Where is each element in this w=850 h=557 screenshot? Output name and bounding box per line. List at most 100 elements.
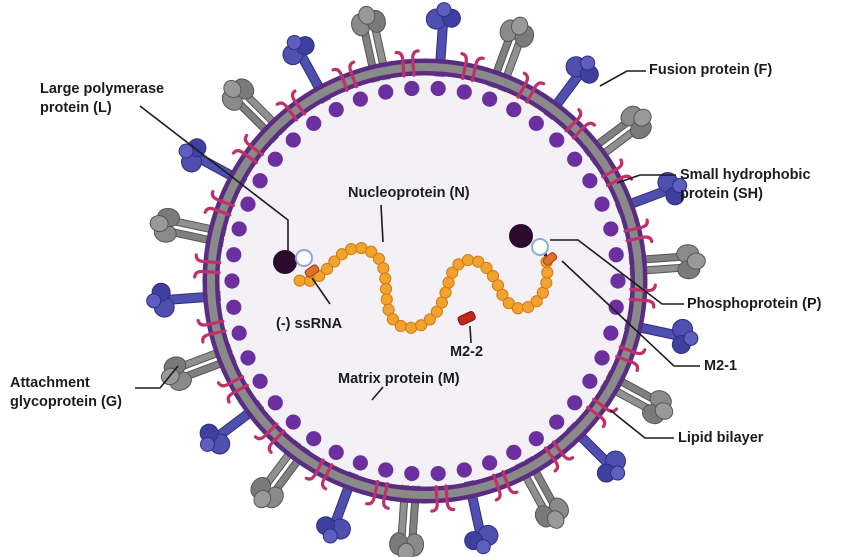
m2-1-left — [304, 264, 320, 278]
small-hydrophobic-protein — [564, 108, 597, 140]
leader-m2-2 — [469, 325, 472, 344]
leader-phosphoprotein — [550, 239, 684, 305]
matrix-protein-dot — [285, 132, 301, 148]
leader-m2-1 — [561, 260, 700, 367]
f-protein-head — [511, 16, 529, 36]
g-protein-head — [200, 436, 216, 452]
sh-strand — [564, 108, 583, 133]
leader-lines — [135, 70, 700, 439]
label-large-polymerase-line2: protein (L) — [40, 100, 112, 116]
matrix-protein-dot — [328, 444, 344, 460]
fusion-protein-f — [351, 5, 391, 86]
nucleoprotein-chain — [293, 241, 554, 334]
matrix-protein-dot — [528, 431, 544, 447]
matrix-protein-dot — [404, 80, 420, 97]
small-hydrophobic-protein — [623, 218, 654, 244]
leader-ssrna — [311, 277, 331, 305]
matrix-protein-dot — [306, 431, 322, 447]
sh-strand — [444, 484, 456, 512]
f-protein-head — [253, 489, 272, 509]
label-nucleoprotein: Nucleoprotein (N) — [348, 185, 470, 201]
sh-strand — [253, 422, 279, 441]
sh-strand — [491, 473, 502, 502]
matrix-protein-dot — [306, 115, 322, 131]
sh-strand — [551, 440, 575, 461]
matrix-protein-dot — [267, 151, 283, 167]
small-hydrophobic-protein — [196, 318, 227, 344]
small-hydrophobic-protein — [516, 71, 546, 104]
matrix-protein-dot — [567, 151, 583, 167]
nucleoprotein-bead — [365, 245, 378, 258]
matrix-protein-dot — [226, 299, 242, 315]
sh-strand — [348, 60, 359, 89]
virion-interior — [220, 76, 630, 486]
sh-strand — [331, 67, 349, 92]
small-hydrophobic-protein — [628, 283, 657, 309]
label-attachment-line1: Attachment — [10, 375, 90, 391]
nucleoprotein-bead — [335, 248, 349, 261]
small-hydrophobic-protein — [275, 89, 307, 122]
leader-matrix — [371, 386, 384, 401]
nucleoprotein-bead — [521, 300, 535, 314]
sh-strand — [501, 470, 519, 495]
label-large-polymerase-line1: Large polymerase — [40, 81, 165, 97]
nucleoprotein-bead — [511, 302, 524, 315]
small-hydrophobic-proteins — [193, 49, 657, 513]
phosphoprotein-right — [531, 238, 549, 256]
sh-strand — [201, 329, 227, 344]
sh-strand — [365, 479, 380, 506]
matrix-protein-dot — [582, 373, 598, 389]
label-small-hydrophobic-line1: Small hydrophobic — [680, 167, 811, 183]
sh-strand — [275, 101, 299, 122]
nucleoprotein-bead — [386, 313, 399, 326]
sh-strand — [615, 354, 640, 373]
f-protein-head — [358, 5, 376, 25]
matrix-protein-dot — [594, 350, 610, 366]
nucleoprotein-bead — [404, 321, 418, 334]
sh-strand — [525, 81, 546, 104]
sh-strand — [516, 71, 530, 99]
sh-strand — [382, 482, 390, 510]
leader-lipid-bilayer — [609, 409, 674, 439]
label-small-hydrophobic: Small hydrophobic protein (SH) — [680, 166, 811, 204]
sh-strand — [210, 189, 235, 208]
nucleoprotein-bead — [345, 243, 358, 256]
sh-strand — [216, 374, 245, 388]
nucleoprotein-bead — [328, 255, 341, 268]
small-hydrophobic-protein — [193, 253, 222, 279]
matrix-protein-dot — [252, 173, 268, 189]
small-hydrophobic-protein — [304, 458, 334, 491]
sh-strand — [623, 218, 649, 233]
g-protein-head — [436, 2, 452, 18]
small-hydrophobic-protein — [253, 422, 286, 454]
sh-strand — [231, 149, 258, 165]
label-attachment-line2: glycoprotein (G) — [10, 394, 122, 410]
g-protein-head — [322, 528, 338, 544]
sh-strand — [394, 50, 406, 78]
matrix-protein-dot — [603, 325, 619, 341]
g-protein-head — [596, 463, 616, 483]
matrix-protein-dot — [567, 395, 583, 411]
matrix-protein-dot — [594, 196, 610, 212]
leader-large-polymerase — [139, 105, 289, 252]
small-hydrophobic-protein — [216, 374, 249, 404]
matrix-protein-dot — [352, 455, 368, 471]
leader-small-hydrophobic — [616, 174, 676, 184]
sh-strand — [618, 345, 647, 356]
nucleoprotein-bead — [430, 305, 444, 318]
f-protein-head — [633, 108, 652, 127]
nucleoprotein-bead — [394, 319, 407, 333]
phosphoprotein-left — [295, 249, 313, 267]
nucleoprotein-bead — [502, 297, 515, 310]
f-protein-head — [223, 79, 242, 98]
small-hydrophobic-protein — [394, 49, 420, 78]
sh-strand — [194, 253, 222, 265]
large-polymerase-right — [509, 224, 533, 248]
sh-strand — [193, 269, 221, 279]
matrix-protein-dot — [231, 325, 247, 341]
matrix-protein-dot — [582, 173, 598, 189]
label-large-polymerase: Large polymerase protein (L) — [40, 80, 164, 118]
matrix-protein-dot — [378, 84, 394, 100]
g-protein-head — [475, 539, 491, 555]
